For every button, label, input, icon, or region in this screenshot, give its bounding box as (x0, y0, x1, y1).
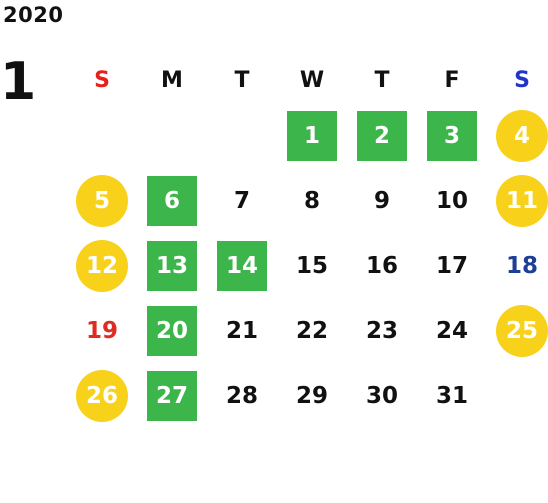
day-cell: 7 (207, 168, 277, 233)
day-number: 9 (373, 187, 390, 214)
day-number: 29 (295, 382, 328, 409)
day-cell: 4 (487, 103, 548, 168)
day-cell: 28 (207, 363, 277, 428)
day-cell: 6 (137, 168, 207, 233)
calendar-week-row: 19 20 21 22 23 24 25 (67, 298, 548, 363)
day-number: 16 (365, 252, 398, 279)
day-number: 31 (435, 382, 468, 409)
day-number: 23 (365, 317, 398, 344)
day-cell: 23 (347, 298, 417, 363)
day-number-green-highlight: 13 (147, 240, 197, 291)
day-cell: 17 (417, 233, 487, 298)
day-number-yellow-highlight: 12 (76, 239, 128, 292)
day-cell: 1 (277, 103, 347, 168)
weekday-thursday: T (374, 68, 390, 93)
weekday-tuesday: T (234, 68, 250, 93)
day-number: 15 (295, 252, 328, 279)
month-number: 1 (0, 52, 37, 112)
day-number: 24 (435, 317, 468, 344)
day-cell: 29 (277, 363, 347, 428)
day-number-yellow-highlight: 25 (496, 304, 548, 357)
day-number-green-highlight: 3 (427, 110, 477, 161)
day-cell: 22 (277, 298, 347, 363)
day-number-yellow-highlight: 4 (496, 109, 548, 162)
day-number: 18 (505, 252, 538, 279)
weekday-friday: F (444, 68, 460, 93)
day-cell: 26 (67, 363, 137, 428)
day-cell: 14 (207, 233, 277, 298)
day-cell: 8 (277, 168, 347, 233)
day-number: 10 (435, 187, 468, 214)
day-number: 7 (233, 187, 250, 214)
day-cell: 18 (487, 233, 548, 298)
day-number-green-highlight: 20 (147, 305, 197, 356)
day-number-green-highlight: 27 (147, 370, 197, 421)
weekday-monday: M (161, 68, 183, 93)
day-number-green-highlight: 6 (147, 175, 197, 226)
day-cell: 24 (417, 298, 487, 363)
day-number: 17 (435, 252, 468, 279)
day-cell: 9 (347, 168, 417, 233)
day-cell: 2 (347, 103, 417, 168)
day-cell: 20 (137, 298, 207, 363)
day-number: 21 (225, 317, 258, 344)
day-cell: 5 (67, 168, 137, 233)
day-cell: 19 (67, 298, 137, 363)
day-cell: 27 (137, 363, 207, 428)
day-cell: 21 (207, 298, 277, 363)
calendar-week-row: 26 27 28 29 30 31 (67, 363, 548, 428)
day-cell: 13 (137, 233, 207, 298)
day-cell: 16 (347, 233, 417, 298)
day-number-green-highlight: 14 (217, 240, 267, 291)
year-label: 2020 (3, 3, 64, 27)
day-number: 30 (365, 382, 398, 409)
day-number-yellow-highlight: 26 (76, 369, 128, 422)
day-cell: 3 (417, 103, 487, 168)
day-cell: 11 (487, 168, 548, 233)
day-number-yellow-highlight: 11 (496, 174, 548, 227)
day-number-green-highlight: 1 (287, 110, 337, 161)
weekday-header-row: S M T W T F S (67, 58, 548, 103)
day-cell (487, 363, 548, 428)
day-cell (137, 103, 207, 168)
day-cell (207, 103, 277, 168)
day-cell: 30 (347, 363, 417, 428)
day-number: 8 (303, 187, 320, 214)
weekday-saturday: S (514, 68, 530, 93)
day-number-green-highlight: 2 (357, 110, 407, 161)
day-cell: 10 (417, 168, 487, 233)
weekday-sunday: S (94, 68, 110, 93)
day-number: 22 (295, 317, 328, 344)
day-cell: 12 (67, 233, 137, 298)
day-number-yellow-highlight: 5 (76, 174, 128, 227)
day-cell: 31 (417, 363, 487, 428)
weekday-wednesday: W (299, 68, 325, 93)
day-number: 28 (225, 382, 258, 409)
calendar-week-row: 12 13 14 15 16 17 18 (67, 233, 548, 298)
day-cell: 15 (277, 233, 347, 298)
day-cell: 25 (487, 298, 548, 363)
day-number: 19 (85, 317, 118, 344)
day-cell (67, 103, 137, 168)
